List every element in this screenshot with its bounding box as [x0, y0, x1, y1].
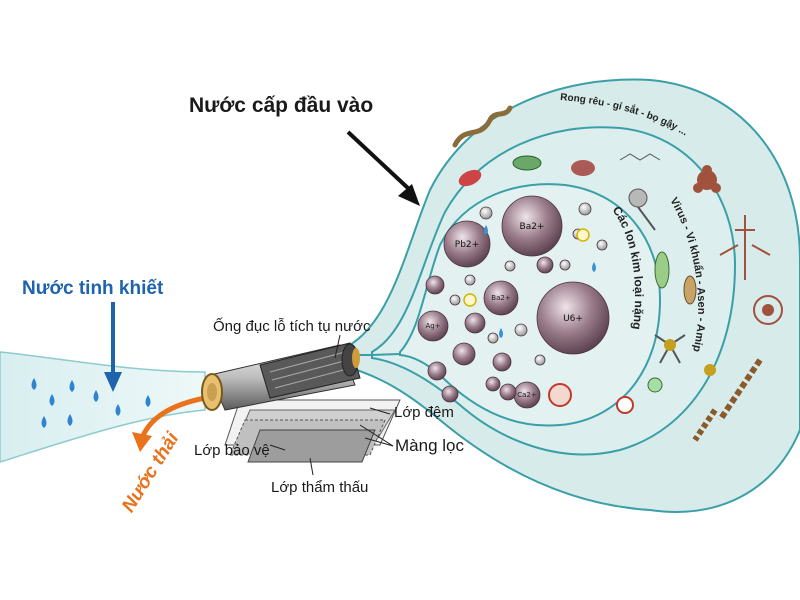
heavy-metal-ions	[417, 195, 610, 409]
ion-ba-medium	[483, 280, 519, 316]
water-drops-feed	[484, 225, 596, 338]
filter-membrane-label: Màng lọc	[395, 436, 464, 455]
pure-water-arrow	[104, 302, 122, 392]
water-drops-pure	[31, 378, 151, 428]
bacteria-group	[458, 153, 783, 442]
ion-label-ag: Ag+	[425, 322, 440, 330]
spacer-layer-label: Lớp đệm	[394, 404, 454, 421]
waste-water-arrow	[132, 395, 206, 452]
perforated-tube-label: Ống đục lỗ tích tụ nước	[213, 318, 371, 335]
ion-ag	[417, 310, 449, 342]
feed-water-label: Nước cấp đầu vào	[189, 94, 374, 117]
ion-label-pb: Pb2+	[455, 240, 479, 250]
permeate-layer-label: Lớp thẩm thấu	[271, 479, 369, 496]
ion-label-ba2: Ba2+	[491, 294, 511, 302]
feed-water-arrow	[346, 130, 420, 206]
ion-pb	[443, 220, 491, 268]
ion-ba-large	[501, 195, 563, 257]
ion-u	[536, 281, 610, 355]
ion-label-ba: Ba2+	[520, 222, 545, 232]
ion-label-u: U6+	[563, 314, 583, 324]
ion-label-ca: Ca2+	[517, 391, 537, 399]
pure-water-stream	[0, 351, 206, 463]
pure-water-label: Nước tinh khiết	[22, 278, 164, 299]
protective-layer-label: Lớp bảo vệ	[194, 442, 270, 459]
membrane-cartridge	[201, 334, 401, 476]
algae-rust-larvae	[452, 105, 513, 148]
